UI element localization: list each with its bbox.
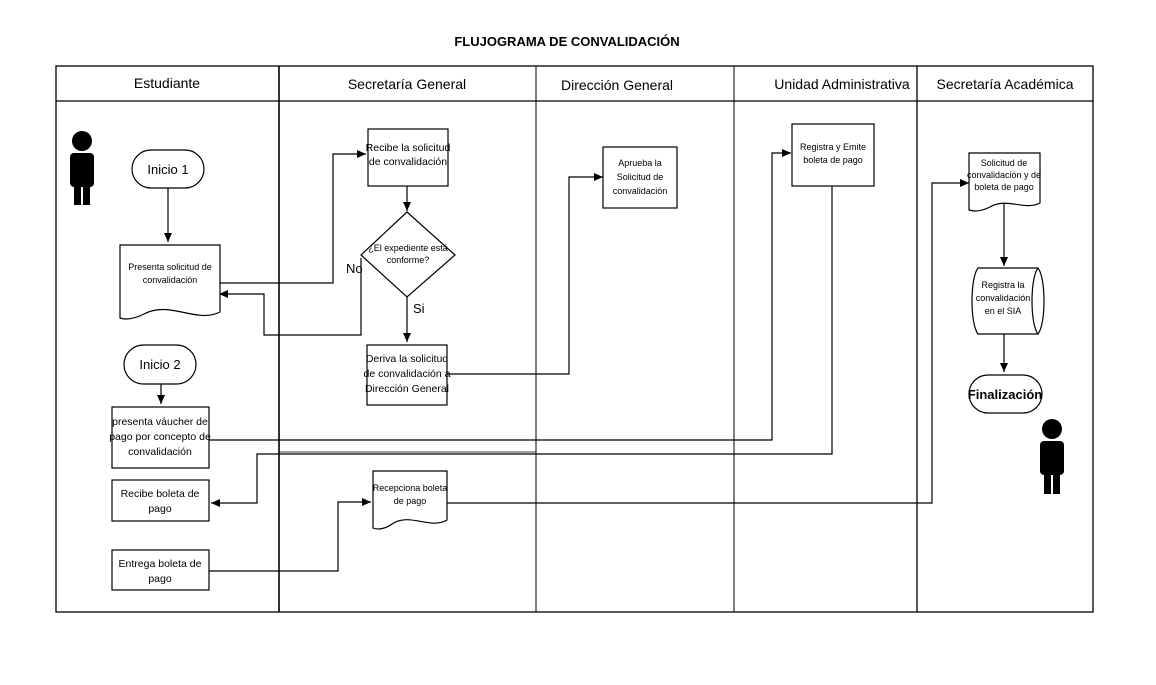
svg-text:pago: pago xyxy=(148,573,172,585)
svg-text:Recibe boleta de: Recibe boleta de xyxy=(121,488,200,500)
edge-label-si: Si xyxy=(413,301,425,316)
svg-text:de pago: de pago xyxy=(394,496,427,506)
svg-text:en el SIA: en el SIA xyxy=(985,306,1022,316)
svg-text:pago: pago xyxy=(148,503,172,515)
lane-secretaria-general: Secretaría General xyxy=(348,76,466,92)
lane-estudiante: Estudiante xyxy=(134,75,200,91)
swimlanes xyxy=(55,65,1094,613)
edge-label-no: No xyxy=(346,261,363,276)
process-deriva-solicitud: Deriva la solicitud de convalidación a D… xyxy=(364,344,451,406)
start-node-inicio-2: Inicio 2 xyxy=(123,344,197,385)
svg-text:convalidación: convalidación xyxy=(613,186,668,196)
document-recepciona-boleta: Recepciona boleta de pago xyxy=(372,470,448,530)
svg-text:conforme?: conforme? xyxy=(387,255,430,265)
connectors xyxy=(157,149,1008,572)
person-icon xyxy=(70,131,94,205)
svg-text:presenta váucher de: presenta váucher de xyxy=(112,416,208,428)
svg-text:Inicio 2: Inicio 2 xyxy=(139,357,180,372)
process-presenta-voucher: presenta váucher de pago por concepto de… xyxy=(109,406,211,469)
process-registra-emite-boleta: Registra y Emite boleta de pago xyxy=(791,123,875,187)
lane-unidad-administrativa: Unidad Administrativa xyxy=(774,76,910,92)
person-icon xyxy=(1040,419,1064,494)
lane-direccion-general: Dirección General xyxy=(561,77,673,93)
svg-text:Recepciona boleta: Recepciona boleta xyxy=(373,483,448,493)
svg-text:Recibe la solicitud: Recibe la solicitud xyxy=(366,142,451,154)
decision-expediente-conforme: ¿El expediente está conforme? xyxy=(360,211,456,298)
svg-text:Inicio 1: Inicio 1 xyxy=(147,162,188,177)
document-presenta-solicitud: Presenta solicitud de convalidación xyxy=(119,244,221,320)
document-solicitud-boleta: Solicitud de convalidación y de boleta d… xyxy=(967,152,1041,212)
svg-text:convalidación: convalidación xyxy=(128,446,192,458)
svg-text:Solicitud de: Solicitud de xyxy=(981,158,1028,168)
svg-text:boleta de pago: boleta de pago xyxy=(974,182,1034,192)
svg-text:Finalización: Finalización xyxy=(968,387,1042,402)
start-node-inicio-1: Inicio 1 xyxy=(131,149,205,189)
svg-text:Dirección General: Dirección General xyxy=(365,383,449,395)
svg-text:¿El expediente está: ¿El expediente está xyxy=(368,243,448,253)
process-entrega-boleta: Entrega boleta de pago xyxy=(111,549,210,591)
process-aprueba-solicitud: Aprueba la Solicitud de convalidación xyxy=(602,146,678,209)
process-recibe-boleta: Recibe boleta de pago xyxy=(111,479,210,522)
svg-text:Solicitud de: Solicitud de xyxy=(617,172,664,182)
svg-text:Deriva la solicitud: Deriva la solicitud xyxy=(366,353,448,365)
svg-text:Registra la: Registra la xyxy=(981,280,1024,290)
svg-text:de convalidación a: de convalidación a xyxy=(364,368,451,380)
end-node-finalizacion: Finalización xyxy=(968,374,1043,414)
process-recibe-solicitud: Recibe la solicitud de convalidación xyxy=(366,128,451,187)
svg-text:Registra y Emite: Registra y Emite xyxy=(800,142,866,152)
svg-text:boleta de pago: boleta de pago xyxy=(803,155,863,165)
svg-text:Aprueba la: Aprueba la xyxy=(618,158,662,168)
svg-text:Entrega boleta de: Entrega boleta de xyxy=(119,558,202,570)
svg-text:convalidación: convalidación xyxy=(976,293,1031,303)
svg-text:pago por concepto de: pago por concepto de xyxy=(109,431,211,443)
lane-secretaria-academica: Secretaría Académica xyxy=(937,76,1074,92)
svg-text:de convalidación: de convalidación xyxy=(369,156,447,168)
svg-text:convalidación: convalidación xyxy=(143,275,198,285)
datastore-registra-sia: Registra la convalidación en el SIA xyxy=(971,267,1045,335)
svg-text:convalidación y de: convalidación y de xyxy=(967,170,1041,180)
diagram-title: FLUJOGRAMA DE CONVALIDACIÓN xyxy=(454,34,679,49)
svg-text:Presenta solicitud de: Presenta solicitud de xyxy=(128,262,212,272)
